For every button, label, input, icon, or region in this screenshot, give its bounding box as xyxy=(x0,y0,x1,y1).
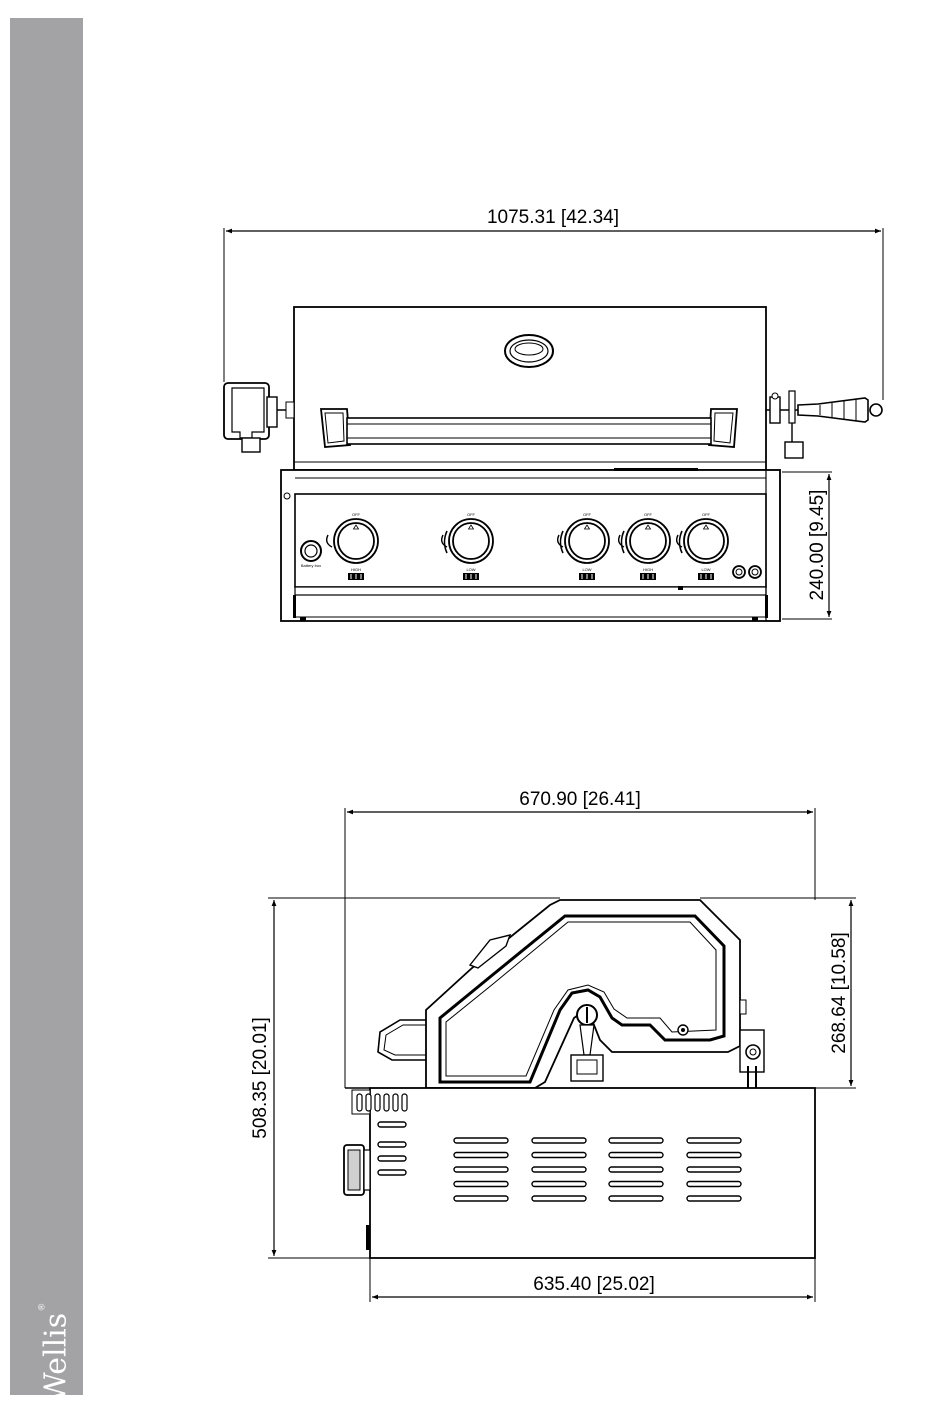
knob-setting-label: HIGH xyxy=(351,567,361,572)
knob-setting-label: LOW xyxy=(582,567,591,572)
vent-slot xyxy=(366,1094,371,1111)
vent-slot xyxy=(454,1153,508,1158)
vent-slot xyxy=(378,1142,406,1147)
front-height-dimension: 240.00 [9.45] xyxy=(782,472,832,619)
vent-slot xyxy=(609,1182,663,1187)
front-view: 1075.31 [42.34] xyxy=(224,207,883,621)
side-view: 670.90 [26.41] 508.35 [20.01] 268.64 [10… xyxy=(250,789,856,1302)
battery-box: Battery box xyxy=(301,541,321,568)
vent-slot xyxy=(687,1138,741,1143)
side-hood xyxy=(378,900,764,1088)
vent-slot xyxy=(378,1170,406,1175)
gas-connector xyxy=(344,1145,370,1195)
knob-setting-label: LOW xyxy=(466,567,475,572)
vent-slot xyxy=(532,1196,586,1201)
knob-setting-label: LOW xyxy=(701,567,710,572)
vent-slot xyxy=(609,1167,663,1172)
rotisserie-motor xyxy=(224,383,294,452)
vent-slot xyxy=(378,1156,406,1161)
vent-slot xyxy=(687,1182,741,1187)
knob-off-label: OFF xyxy=(702,512,711,517)
vent-slot xyxy=(402,1094,407,1111)
front-height-label: 240.00 [9.45] xyxy=(807,490,828,601)
grill-hood xyxy=(294,307,766,470)
knob-off-label: OFF xyxy=(352,512,361,517)
vent-slot xyxy=(384,1094,389,1111)
rotisserie-spit-handle xyxy=(766,391,882,458)
vent-slot xyxy=(687,1167,741,1172)
vent-slot xyxy=(532,1138,586,1143)
vent-slot xyxy=(687,1196,741,1201)
side-body xyxy=(344,1088,815,1258)
vent-slot xyxy=(393,1094,398,1111)
vent-slot xyxy=(532,1153,586,1158)
vent-slot xyxy=(378,1122,406,1127)
front-width-label: 1075.31 [42.34] xyxy=(487,207,619,228)
knob-setting-label: HIGH xyxy=(643,567,653,572)
vent-slot xyxy=(357,1094,362,1111)
igniter-button xyxy=(733,566,745,578)
side-top-width-label: 670.90 [26.41] xyxy=(519,789,641,810)
knob-off-label: OFF xyxy=(467,512,476,517)
knob-off-label: OFF xyxy=(644,512,653,517)
vent-slot xyxy=(609,1196,663,1201)
vent-slot xyxy=(687,1153,741,1158)
vent-slot xyxy=(609,1153,663,1158)
vent-slot xyxy=(375,1094,380,1111)
side-hood-height-label: 268.64 [10.58] xyxy=(829,932,850,1054)
light-button xyxy=(749,566,761,578)
vent-slot xyxy=(609,1138,663,1143)
vent-slot xyxy=(454,1167,508,1172)
vent-slot xyxy=(532,1182,586,1187)
battery-box-label: Battery box xyxy=(301,563,321,568)
vent-slot xyxy=(454,1196,508,1201)
control-panel: Battery box OFF HIGH OFF LOW OFF LOW OFF HIGH OF… xyxy=(281,468,780,621)
side-total-height-label: 508.35 [20.01] xyxy=(250,1017,271,1139)
knob-off-label: OFF xyxy=(583,512,592,517)
vent-slot xyxy=(532,1167,586,1172)
vent-slot xyxy=(454,1182,508,1187)
vent-slot xyxy=(454,1138,508,1143)
side-bottom-width-label: 635.40 [25.02] xyxy=(533,1274,655,1295)
